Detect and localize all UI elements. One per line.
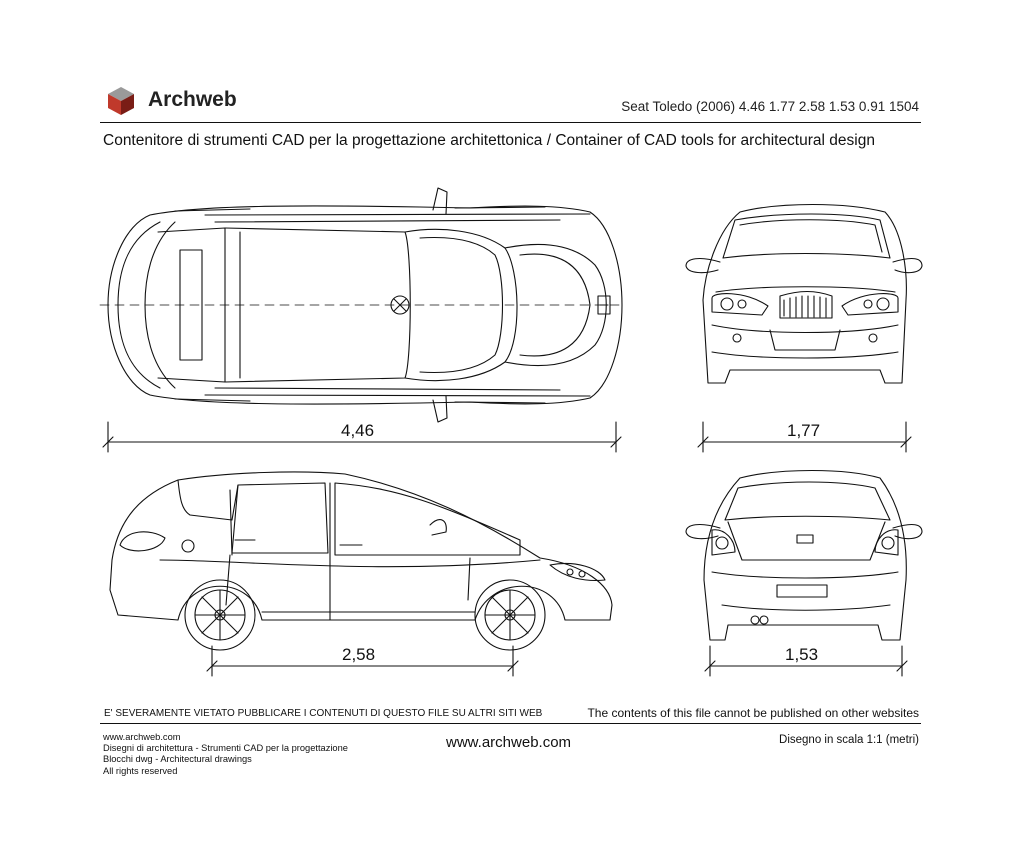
- track-label: 1,53: [785, 645, 819, 664]
- width-label: 1,77: [787, 421, 821, 440]
- top-view: [100, 188, 622, 422]
- footer-line: All rights reserved: [103, 765, 178, 776]
- model-spec: Seat Toledo (2006) 4.46 1.77 2.58 1.53 0…: [621, 99, 919, 114]
- side-view: [110, 472, 612, 650]
- track-dimension-line: [705, 646, 907, 676]
- wheelbase-dimension-line: [207, 646, 518, 676]
- length-dimension-line: [103, 422, 621, 452]
- rear-view: [686, 471, 922, 641]
- footer-line: Disegni di architettura - Strumenti CAD …: [103, 743, 348, 754]
- footer-line: www.archweb.com: [103, 732, 181, 742]
- brand-name: Archweb: [148, 88, 237, 111]
- footer-url[interactable]: www.archweb.com: [446, 734, 572, 751]
- header-divider: [100, 122, 921, 123]
- page-subtitle: Contenitore di strumenti CAD per la prog…: [103, 132, 875, 149]
- footer-divider: [100, 723, 921, 724]
- scale-note: Disegno in scala 1:1 (metri): [779, 734, 919, 746]
- warning-italian: E' SEVERAMENTE VIETATO PUBBLICARE I CONT…: [104, 708, 543, 719]
- footer-line: Blocchi dwg - Architectural drawings: [103, 754, 252, 765]
- archweb-logo-icon: [108, 87, 134, 115]
- wheelbase-label: 2,58: [342, 645, 376, 664]
- front-view: [686, 205, 922, 384]
- footer-info: www.archweb.com Disegni di architettura …: [103, 732, 348, 777]
- width-dimension-line: [698, 422, 911, 452]
- length-label: 4,46: [341, 421, 375, 440]
- warning-english: The contents of this file cannot be publ…: [587, 706, 919, 720]
